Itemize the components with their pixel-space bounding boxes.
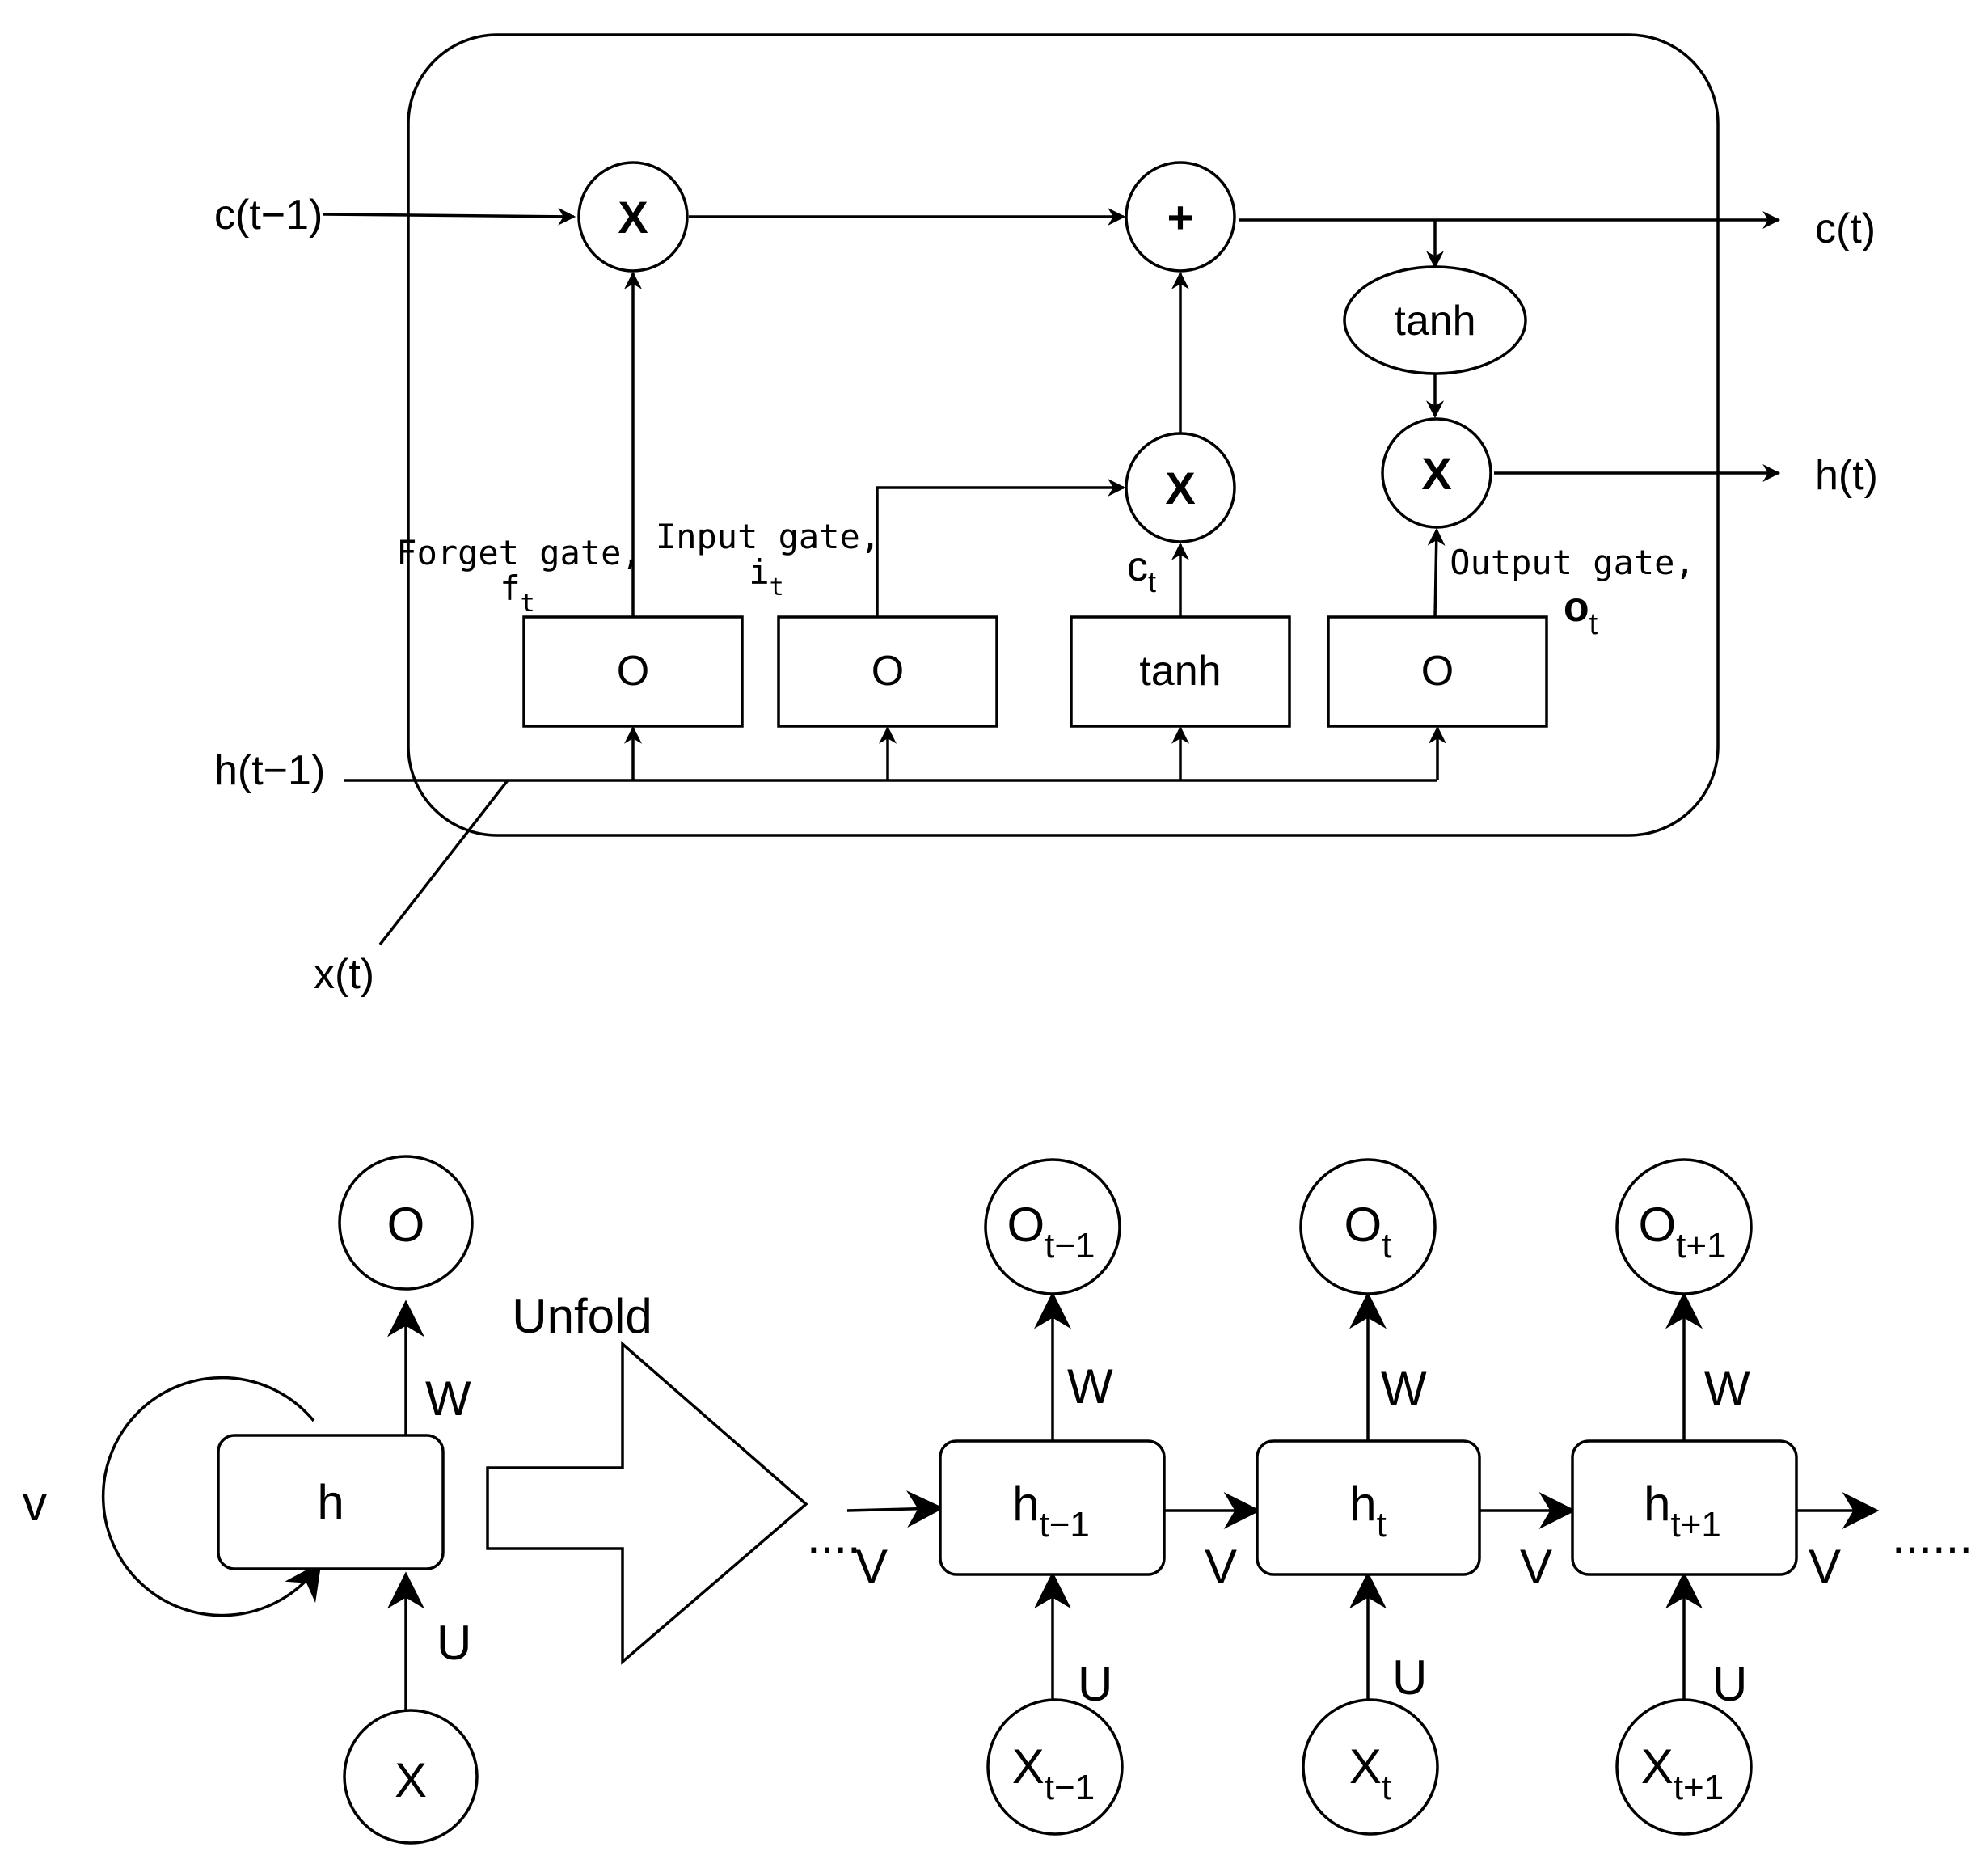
svg-text:h: h: [317, 1475, 344, 1529]
w-label: W: [1704, 1362, 1750, 1416]
hidden-out-label: h(t): [1815, 452, 1878, 499]
x-input-line: [378, 779, 509, 946]
unfold-arrow: Unfold: [486, 1289, 808, 1665]
v-label-1: V: [1205, 1540, 1237, 1594]
folded-output-node: O: [338, 1155, 474, 1291]
rnn-folded: O h X W U v: [23, 1155, 479, 1845]
svg-text:Ot−1: Ot−1: [1007, 1198, 1095, 1266]
svg-text:Ot+1: Ot+1: [1638, 1198, 1726, 1266]
svg-text:Xt: Xt: [1349, 1739, 1391, 1807]
v-label-2: V: [1520, 1540, 1552, 1594]
folded-w-label: W: [425, 1371, 471, 1426]
svg-text:ht: ht: [1349, 1477, 1387, 1545]
candidate-symbol: ct: [1127, 543, 1156, 598]
v-label-0: V: [855, 1540, 888, 1594]
svg-text:O: O: [1421, 648, 1454, 695]
svg-text:X: X: [618, 192, 648, 243]
forget-gate-symbol: ft: [500, 568, 534, 618]
cell-state-prev-label: c(t−1): [214, 192, 323, 239]
folded-input-node: X: [343, 1709, 479, 1845]
output-gate-arrow: [1427, 527, 1446, 618]
svg-text:X: X: [1165, 463, 1195, 513]
u-label: U: [1712, 1657, 1747, 1711]
svg-text:Xt−1: Xt−1: [1012, 1739, 1095, 1807]
svg-text:ht−1: ht−1: [1012, 1477, 1090, 1545]
x-input-label: x(t): [314, 951, 374, 998]
input-node: Xt: [1302, 1698, 1439, 1836]
hidden-node: ht: [1256, 1439, 1481, 1576]
recurrent-loop-arrow: [101, 1376, 322, 1617]
svg-text:Xt+1: Xt+1: [1641, 1739, 1724, 1807]
output-gate-symbol: ot: [1564, 584, 1598, 641]
hidden-node: ht−1: [939, 1439, 1166, 1576]
right-ellipsis: ......: [1892, 1509, 1973, 1563]
svg-text:O: O: [387, 1198, 425, 1252]
input-gate-symbol: it: [749, 552, 783, 602]
candidate-box: tanh: [1070, 615, 1291, 728]
cell-state-in-arrow: [323, 207, 576, 226]
svg-text:tanh: tanh: [1139, 648, 1221, 695]
svg-text:O: O: [872, 648, 904, 695]
cell-tanh-node: tanh: [1343, 265, 1527, 375]
output-node: Ot: [1299, 1158, 1437, 1295]
svg-text:X: X: [1421, 448, 1451, 499]
hidden-prev-label: h(t−1): [214, 747, 325, 794]
time-step: Ot ht Xt W U: [1256, 1158, 1481, 1836]
lstm-cell: X + X X tanh O O tanh: [214, 33, 1878, 998]
input-node: Xt−1: [986, 1698, 1124, 1836]
input-gate-arrow: [876, 479, 1126, 617]
svg-text:ht+1: ht+1: [1644, 1477, 1721, 1545]
u-label: U: [1392, 1650, 1427, 1705]
svg-text:X: X: [395, 1753, 427, 1807]
output-node: Ot−1: [984, 1158, 1121, 1295]
svg-text:+: +: [1167, 192, 1194, 243]
unfold-label: Unfold: [512, 1289, 652, 1343]
svg-text:O: O: [617, 648, 649, 695]
time-step: Ot−1 ht−1 Xt−1 W U: [939, 1158, 1166, 1836]
v-arrow-0: [846, 1490, 944, 1528]
add-node: +: [1125, 161, 1236, 273]
forget-gate-label: Forget gate,: [396, 533, 641, 573]
input-node: Xt+1: [1615, 1698, 1753, 1836]
output-gate-box: O: [1327, 615, 1548, 728]
v-label-3: V: [1809, 1540, 1841, 1594]
folded-u-label: U: [437, 1616, 471, 1670]
folded-v-label: v: [23, 1477, 47, 1531]
w-label: W: [1067, 1359, 1113, 1414]
output-multiply-node: X: [1381, 417, 1492, 529]
time-step: Ot+1 ht+1 Xt+1 W U: [1571, 1158, 1798, 1836]
input-multiply-node: X: [1125, 432, 1236, 543]
svg-text:Ot: Ot: [1344, 1198, 1392, 1266]
output-node: Ot+1: [1615, 1158, 1753, 1295]
forget-gate-box: O: [522, 615, 744, 728]
rnn-unfolded: .... ...... V V V V Ot−1 ht−1 Xt−1: [807, 1158, 1973, 1836]
w-label: W: [1381, 1362, 1427, 1416]
input-gate-box: O: [777, 615, 998, 728]
input-gate-label: Input gate,: [656, 517, 880, 556]
cell-state-out-label: c(t): [1815, 205, 1876, 252]
hidden-node: ht+1: [1571, 1439, 1798, 1576]
left-ellipsis: ....: [807, 1509, 861, 1563]
output-gate-label: Output gate,: [1450, 543, 1695, 582]
lstm-cell-boundary: [407, 33, 1720, 837]
svg-text:tanh: tanh: [1394, 298, 1475, 344]
forget-multiply-node: X: [577, 161, 689, 273]
folded-hidden-node: h: [217, 1434, 445, 1570]
u-label: U: [1078, 1657, 1112, 1711]
